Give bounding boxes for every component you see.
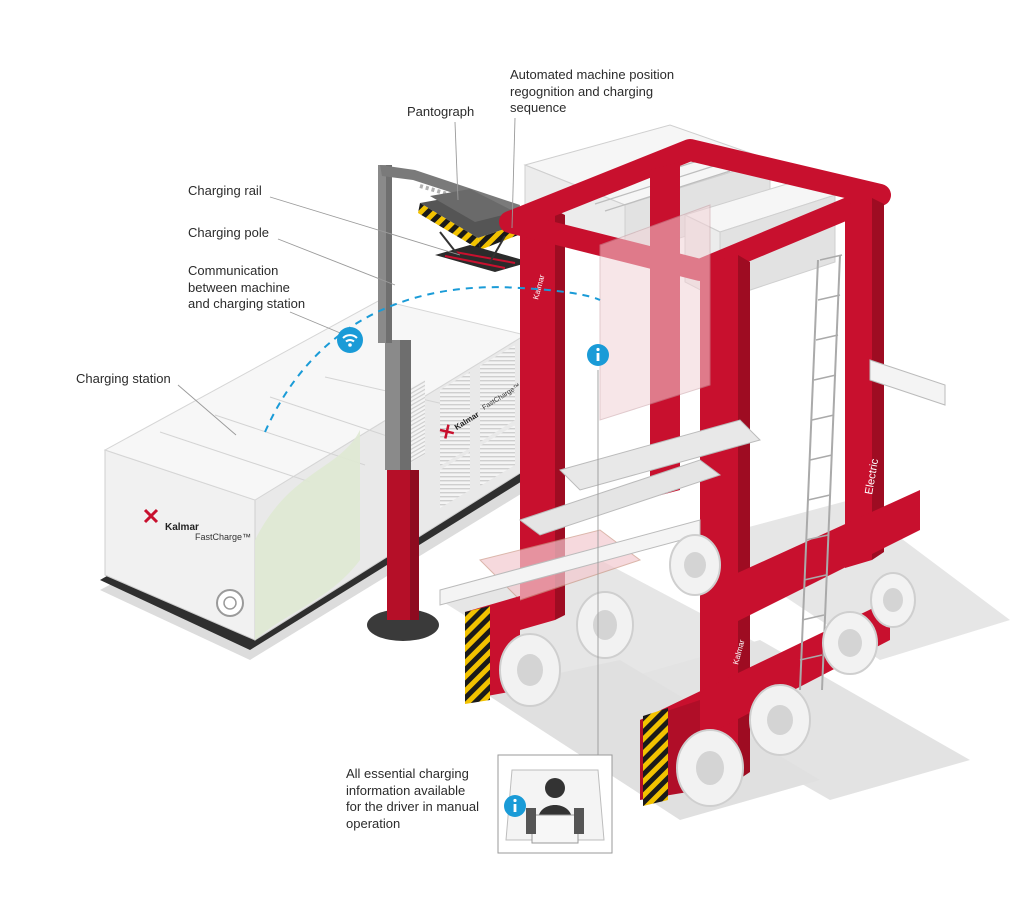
- station-brand: Kalmar: [165, 522, 199, 533]
- label-charging-rail: Charging rail: [188, 183, 262, 198]
- label-communication: Communication between machine and chargi…: [188, 263, 306, 311]
- info-icon: [587, 344, 609, 366]
- wheels: [499, 534, 916, 807]
- label-charging-pole: Charging pole: [188, 225, 269, 240]
- communication-arc: [264, 286, 601, 433]
- label-driver-info: All essential charging information avail…: [346, 766, 479, 831]
- label-automated-positioning: Automated machine position regognition a…: [510, 67, 675, 115]
- leader-lines: [177, 117, 599, 755]
- pantograph: [418, 189, 530, 272]
- driver-info-icon: [504, 795, 526, 817]
- wifi-icon: [337, 327, 363, 353]
- station-product: FastCharge™: [195, 532, 251, 542]
- driver-cabin-inset: [497, 754, 613, 854]
- label-charging-station: Charging station: [76, 371, 171, 386]
- label-pantograph: Pantograph: [407, 104, 475, 119]
